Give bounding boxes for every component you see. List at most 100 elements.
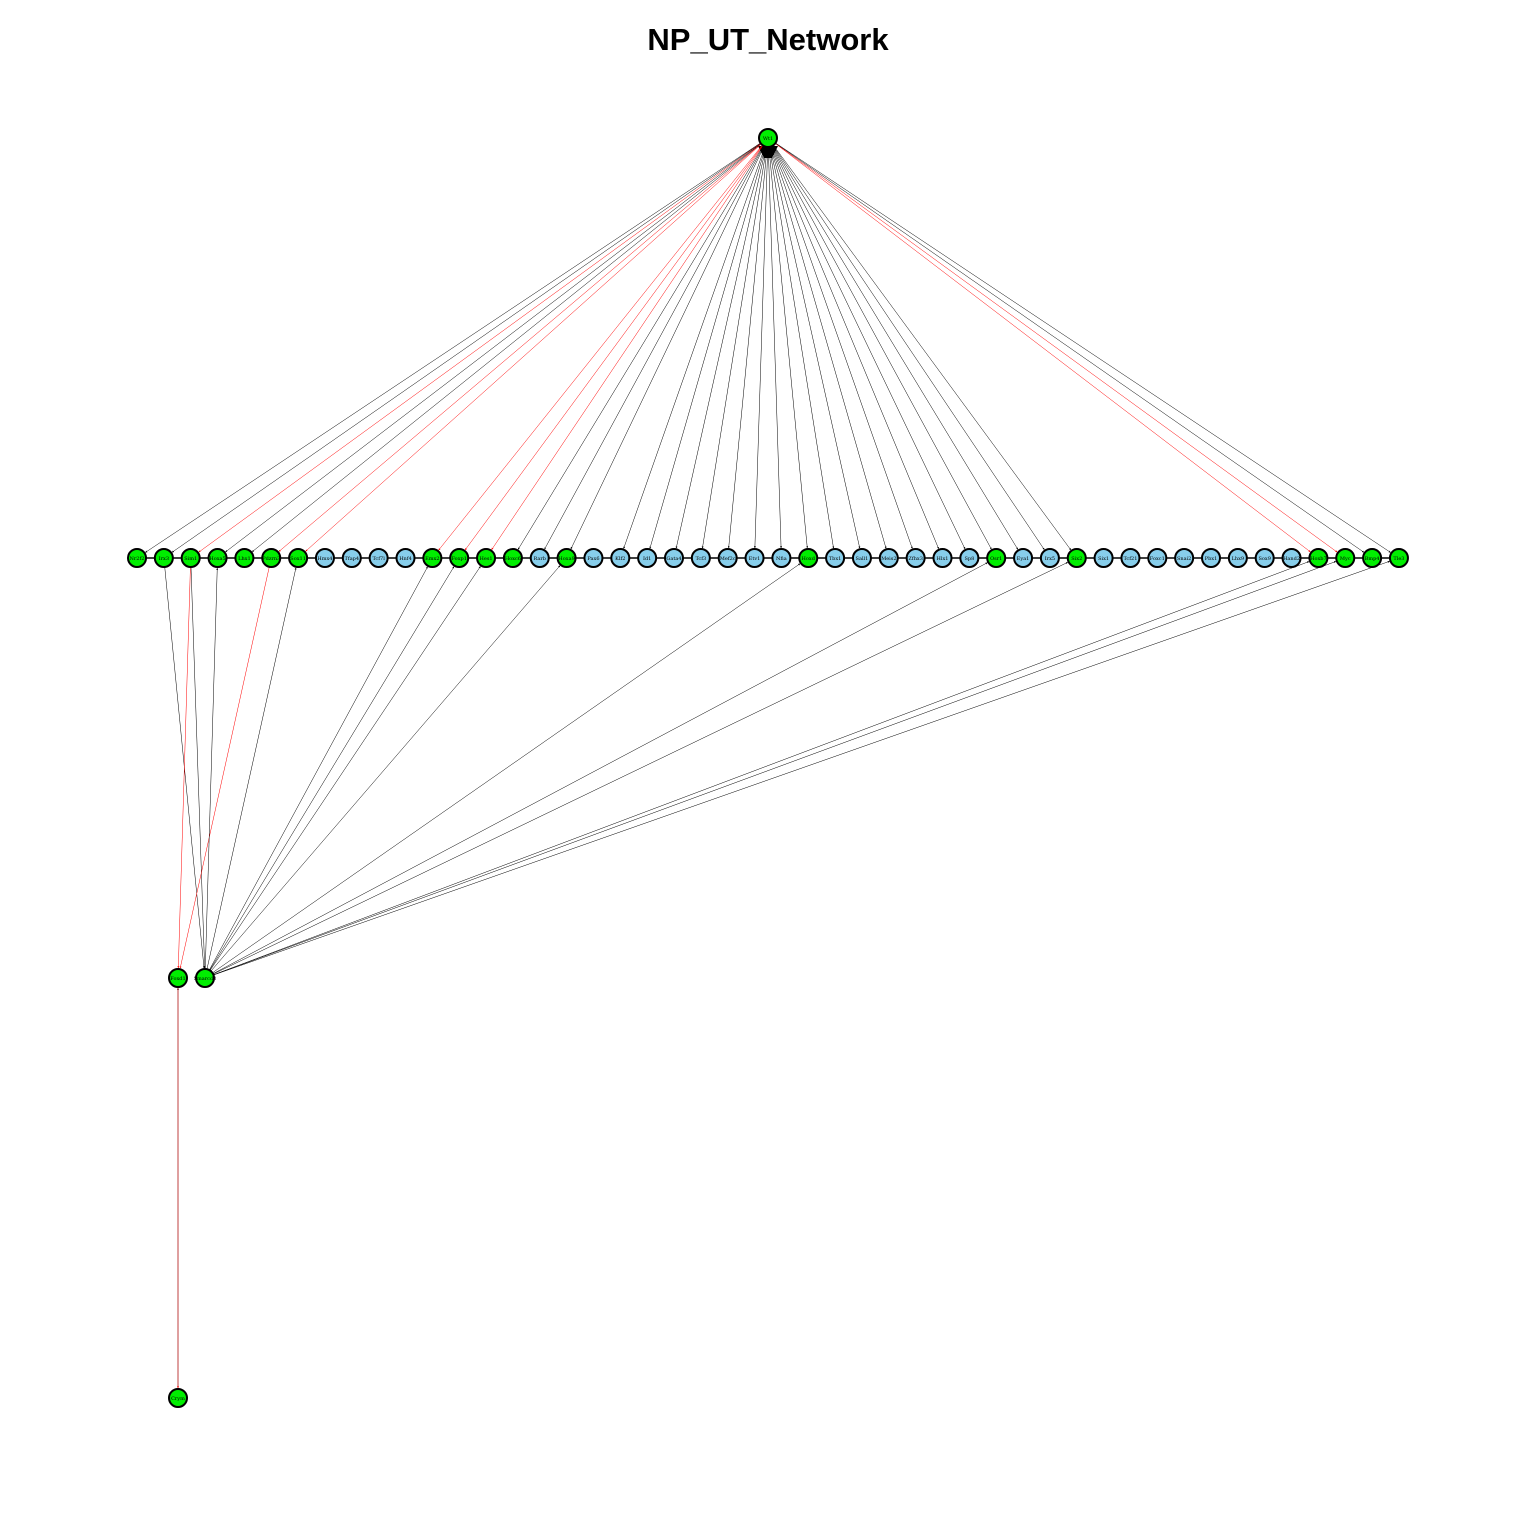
node-circle[interactable] <box>556 548 577 568</box>
node-n0[interactable]: Nr2f2 <box>127 548 147 568</box>
node-n44[interactable]: Hoxb7 <box>1308 548 1329 568</box>
node-circle[interactable] <box>449 548 470 568</box>
node-n21[interactable]: Tcf3 <box>690 548 711 568</box>
node-n1[interactable]: Irx3 <box>153 548 174 568</box>
node-n25[interactable]: Hoxd <box>798 548 819 568</box>
node-n23[interactable]: Etv1 <box>744 548 765 568</box>
node-circle[interactable] <box>1147 548 1168 568</box>
node-n29[interactable]: Zfhx3 <box>905 548 926 568</box>
node-circle[interactable] <box>168 968 188 988</box>
node-circle[interactable] <box>1281 548 1302 568</box>
node-circle[interactable] <box>395 548 416 568</box>
node-smarcd3[interactable]: Smarcd3 <box>194 968 217 988</box>
node-circle[interactable] <box>932 548 953 568</box>
node-circle[interactable] <box>690 548 711 568</box>
node-n9[interactable]: Tcf7l <box>368 548 389 568</box>
node-n31[interactable]: Sp8 <box>959 548 980 568</box>
node-foxd1[interactable]: Foxd1 <box>168 968 188 988</box>
node-n11[interactable]: Emx2 <box>422 548 443 568</box>
node-n12[interactable]: Foxp1 <box>449 548 470 568</box>
node-circle[interactable] <box>1013 548 1034 568</box>
node-circle[interactable] <box>878 548 899 568</box>
node-n43[interactable]: Hand2 <box>1281 548 1302 568</box>
node-circle[interactable] <box>1039 548 1060 568</box>
node-circle[interactable] <box>825 548 846 568</box>
node-circle[interactable] <box>529 548 550 568</box>
node-circle[interactable] <box>234 548 255 568</box>
node-n39[interactable]: Snai2 <box>1174 548 1195 568</box>
node-circle[interactable] <box>798 548 819 568</box>
node-circle[interactable] <box>502 548 523 568</box>
node-circle[interactable] <box>717 548 738 568</box>
node-n22[interactable]: Mef2c <box>717 548 738 568</box>
node-circle[interactable] <box>905 548 926 568</box>
node-n24[interactable]: Nfia <box>771 548 792 568</box>
node-circle[interactable] <box>1335 548 1356 568</box>
node-n20[interactable]: Gata4 <box>664 548 684 568</box>
node-n6[interactable]: Sox11 <box>288 548 309 568</box>
node-circle[interactable] <box>153 548 174 568</box>
node-n30[interactable]: Hlx1 <box>932 548 953 568</box>
node-circle[interactable] <box>207 548 228 568</box>
node-n7[interactable]: Hmx4 <box>314 548 335 568</box>
node-n34[interactable]: Irx5 <box>1039 548 1060 568</box>
node-circle[interactable] <box>314 548 335 568</box>
node-wt1[interactable]: Wt1 <box>758 128 778 148</box>
node-n8[interactable]: Tfap4 <box>341 548 362 568</box>
node-circle[interactable] <box>195 968 215 988</box>
node-n3[interactable]: Hoxa5 <box>207 548 228 568</box>
node-n33[interactable]: Eya1 <box>1013 548 1034 568</box>
node-circle[interactable] <box>637 548 658 568</box>
node-n18[interactable]: Klf2 <box>610 548 631 568</box>
node-circle[interactable] <box>758 128 778 148</box>
node-n42[interactable]: Sox9 <box>1254 548 1275 568</box>
node-circle[interactable] <box>1254 548 1275 568</box>
node-n17[interactable]: Pax6 <box>583 548 604 568</box>
node-n45[interactable]: Myc <box>1335 548 1356 568</box>
node-circle[interactable] <box>261 548 282 568</box>
node-circle[interactable] <box>959 548 980 568</box>
node-n28[interactable]: Meis2 <box>878 548 899 568</box>
node-n35[interactable]: Six2 <box>1066 548 1087 568</box>
node-circle[interactable] <box>1066 548 1087 568</box>
node-n4[interactable]: Lhx1 <box>234 548 255 568</box>
node-n37[interactable]: Tcf21 <box>1120 548 1141 568</box>
node-n47[interactable]: Tle3 <box>1388 548 1409 568</box>
node-circle[interactable] <box>771 548 792 568</box>
node-circle[interactable] <box>476 548 497 568</box>
node-circle[interactable] <box>1388 548 1409 568</box>
node-n27[interactable]: Sall1 <box>851 548 872 568</box>
node-bottom[interactable]: Crym <box>168 1388 188 1408</box>
node-n41[interactable]: Lhx9 <box>1227 548 1248 568</box>
node-n32[interactable]: Osr1 <box>986 548 1007 568</box>
node-n5[interactable]: Pdzrn3 <box>261 548 282 568</box>
node-circle[interactable] <box>168 1388 188 1408</box>
node-n40[interactable]: Pbx1 <box>1201 548 1221 568</box>
node-n38[interactable]: Foxc1 <box>1147 548 1168 568</box>
node-n46[interactable]: Bmp4 <box>1362 548 1383 568</box>
node-n13[interactable]: Hes1 <box>476 548 497 568</box>
node-n26[interactable]: Tbx1 <box>825 548 846 568</box>
node-circle[interactable] <box>1120 548 1141 568</box>
node-n15[interactable]: Rarb <box>529 548 550 568</box>
node-circle[interactable] <box>1308 548 1329 568</box>
node-n36[interactable]: Six1 <box>1093 548 1114 568</box>
node-circle[interactable] <box>127 548 147 568</box>
node-n19[interactable]: Id1 <box>637 548 658 568</box>
node-circle[interactable] <box>288 548 309 568</box>
node-n14[interactable]: Hoxc6 <box>502 548 523 568</box>
node-circle[interactable] <box>180 548 201 568</box>
node-circle[interactable] <box>851 548 872 568</box>
node-n16[interactable]: Hoxa9 <box>556 548 577 568</box>
node-circle[interactable] <box>1362 548 1383 568</box>
node-circle[interactable] <box>1201 548 1221 568</box>
node-circle[interactable] <box>1093 548 1114 568</box>
node-n2[interactable]: Sim1 <box>180 548 201 568</box>
node-n10[interactable]: Hnf4 <box>395 548 416 568</box>
node-circle[interactable] <box>664 548 684 568</box>
node-circle[interactable] <box>1174 548 1195 568</box>
node-circle[interactable] <box>986 548 1007 568</box>
node-circle[interactable] <box>583 548 604 568</box>
node-circle[interactable] <box>341 548 362 568</box>
node-circle[interactable] <box>368 548 389 568</box>
